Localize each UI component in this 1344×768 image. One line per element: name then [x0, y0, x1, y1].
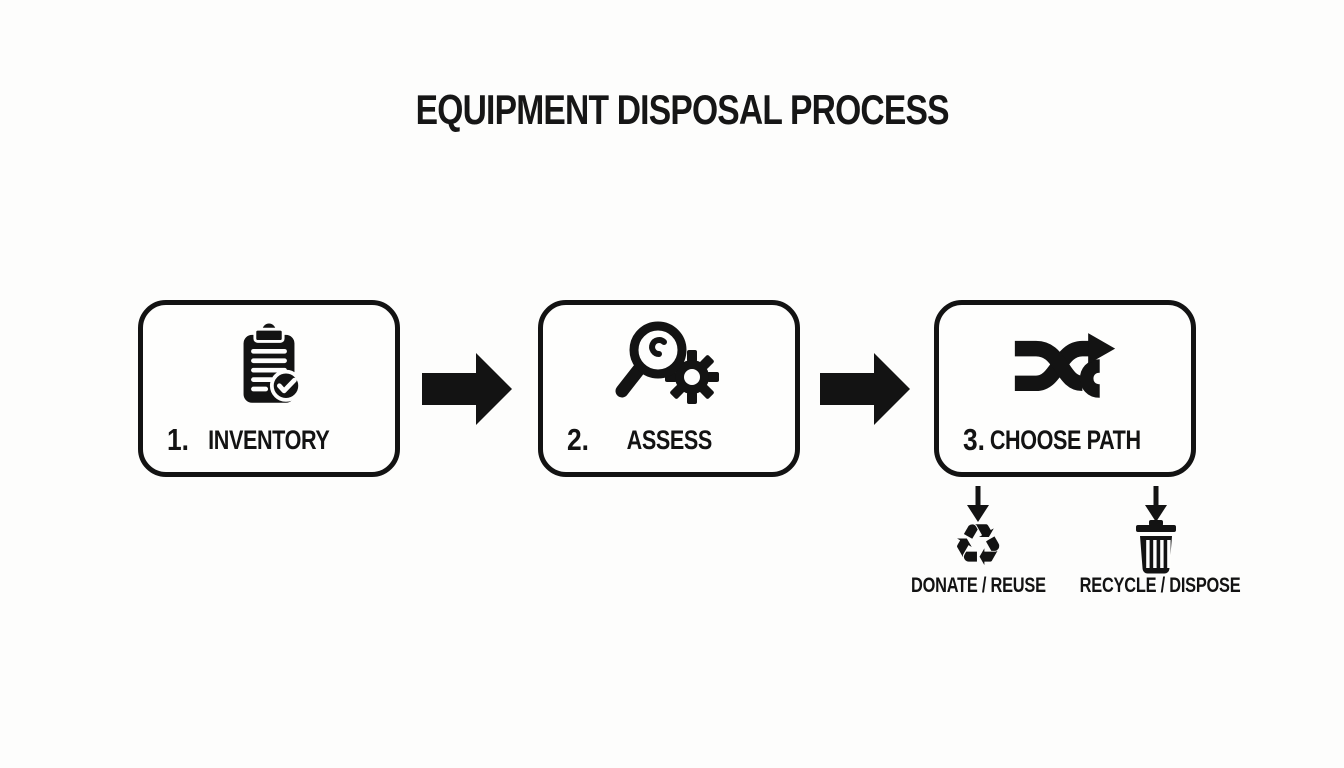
page-title-text: EQUIPMENT DISPOSAL PROCESS	[415, 86, 949, 133]
step-number: 1.	[167, 422, 189, 457]
step-number: 2.	[567, 422, 589, 457]
step-label: CHOOSE PATH	[989, 425, 1141, 455]
step-label-row: 3. CHOOSE PATH	[939, 422, 1191, 458]
step-box-inventory: 1. INVENTORY	[138, 300, 400, 477]
down-arrow-icon	[967, 486, 989, 522]
outcome-label-recycle-dispose: RECYCLE / DISPOSE	[1079, 574, 1241, 597]
right-arrow-icon	[820, 353, 910, 425]
down-arrow-icon	[1145, 486, 1167, 522]
recycle-glyph: ♻	[952, 511, 1004, 579]
step-box-assess: 2. ASSESS	[538, 300, 800, 477]
step-box-choose-path: 3. CHOOSE PATH	[934, 300, 1196, 477]
page-title: EQUIPMENT DISPOSAL PROCESS	[0, 86, 1344, 134]
step-number: 3.	[963, 422, 985, 457]
trash-icon	[1134, 520, 1178, 574]
step-label: ASSESS	[626, 425, 712, 455]
step-label: INVENTORY	[208, 425, 330, 455]
shuffle-arrows-icon	[939, 315, 1191, 415]
right-arrow-icon	[422, 353, 512, 425]
clipboard-check-icon	[143, 315, 395, 415]
step-label-row: 2. ASSESS	[543, 422, 795, 458]
step-label-row: 1. INVENTORY	[143, 422, 395, 458]
recycle-icon: ♻	[944, 514, 1012, 576]
outcome-label-donate-reuse: DONATE / REUSE	[910, 574, 1046, 597]
magnifier-gear-icon	[543, 315, 795, 415]
